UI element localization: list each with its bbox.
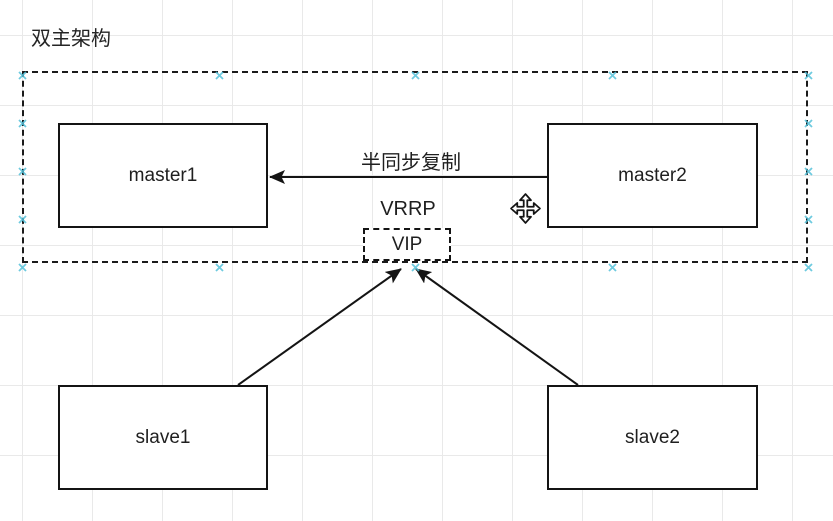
selection-handle[interactable] <box>18 211 27 224</box>
vrrp-label[interactable]: VRRP <box>380 198 436 220</box>
selection-handle[interactable] <box>18 115 27 128</box>
selection-handle[interactable] <box>214 67 224 80</box>
selection-rect[interactable] <box>22 71 808 263</box>
node-master1-label: master1 <box>128 164 198 186</box>
selection-handle[interactable] <box>804 67 813 80</box>
selection-handle[interactable] <box>411 67 420 80</box>
selection-handle[interactable] <box>804 259 813 272</box>
node-master1[interactable]: master1 <box>58 123 268 228</box>
selection-handle[interactable] <box>411 259 420 272</box>
selection-handle[interactable] <box>607 67 617 80</box>
selection-handle[interactable] <box>18 67 27 80</box>
selection-handle[interactable] <box>214 259 224 272</box>
node-vip-label: VIP <box>391 233 423 255</box>
selection-handle[interactable] <box>607 259 617 272</box>
node-master2-label: master2 <box>618 164 687 186</box>
edge-slave2-to-vip[interactable] <box>415 268 579 386</box>
selection-handle[interactable] <box>18 163 27 176</box>
edge-slave1-to-vip[interactable] <box>237 268 402 386</box>
node-slave1-label: slave1 <box>135 426 191 448</box>
node-slave2[interactable]: slave2 <box>547 385 758 490</box>
node-slave1[interactable]: slave1 <box>58 385 268 490</box>
node-slave2-label: slave2 <box>625 426 680 448</box>
edge-label-replication[interactable]: 半同步复制 <box>361 152 461 174</box>
selection-handle[interactable] <box>18 259 27 272</box>
node-master2[interactable]: master2 <box>547 123 758 228</box>
selection-handle[interactable] <box>804 163 813 176</box>
move-cursor-icon <box>510 193 541 224</box>
node-vip[interactable]: VIP <box>363 228 451 261</box>
diagram-title[interactable]: 双主架构 <box>31 28 111 50</box>
selection-handle[interactable] <box>804 115 813 128</box>
selection-handle[interactable] <box>804 211 813 224</box>
